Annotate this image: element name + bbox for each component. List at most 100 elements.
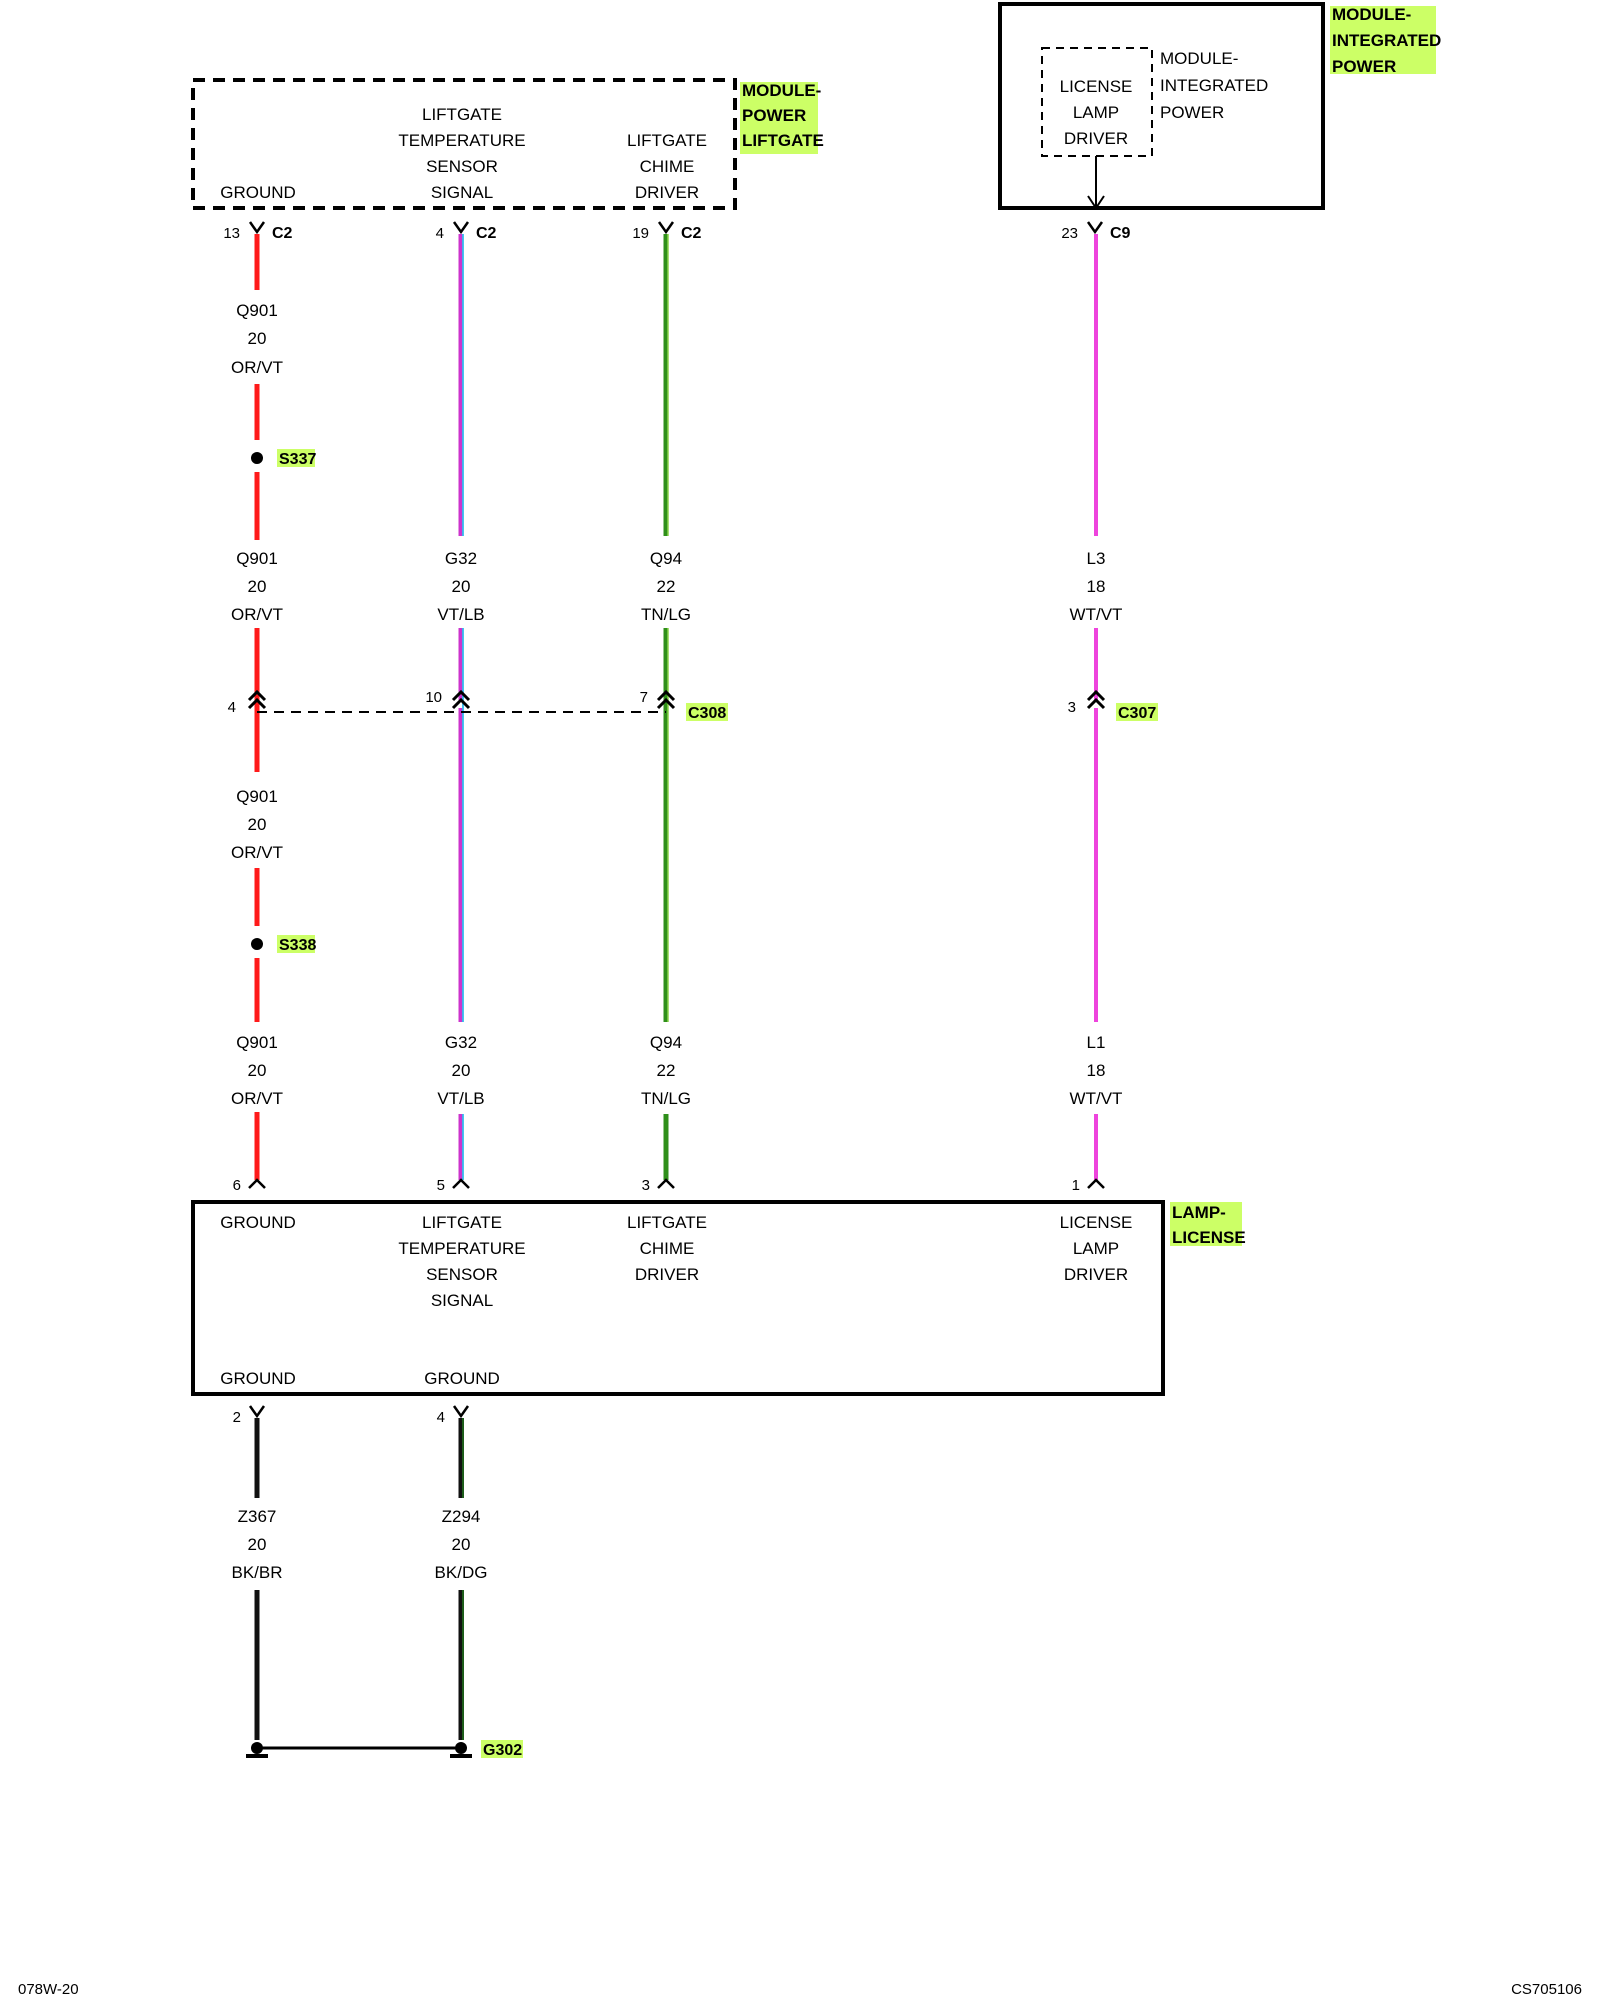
inner-module-label-3: POWER xyxy=(1160,103,1224,122)
connector-name: C2 xyxy=(681,225,702,242)
wire-color: WT/VT xyxy=(1070,605,1123,624)
module-name-2: INTEGRATED xyxy=(1332,31,1441,50)
pin-label-chime-2: CHIME xyxy=(640,157,695,176)
lamp-license: GROUND LIFTGATE TEMPERATURE SENSOR SIGNA… xyxy=(191,1200,1246,1396)
pin-number: 5 xyxy=(437,1177,445,1194)
pin-label-chime-3: DRIVER xyxy=(635,183,699,202)
wire-color: VT/LB xyxy=(437,605,484,624)
wire-gauge: 20 xyxy=(248,329,267,348)
footer-right-code: CS705106 xyxy=(1511,1981,1582,1998)
wire-color: OR/VT xyxy=(231,605,283,624)
wire-labels-upper: Q901 20 OR/VT Q901 20 OR/VT G32 20 VT/LB… xyxy=(231,301,1122,624)
ground-g302: G302 xyxy=(246,1740,523,1759)
pin-label-temp-3: SENSOR xyxy=(426,1265,498,1284)
wire-color: BK/DG xyxy=(435,1563,488,1582)
wire-gauge: 18 xyxy=(1087,577,1106,596)
pin-label-ground: GROUND xyxy=(220,1213,296,1232)
pin-number: 4 xyxy=(436,225,444,242)
wire-gauge: 20 xyxy=(452,1061,471,1080)
connector-c308: 4 10 7 C308 xyxy=(228,689,728,722)
pin-label-license-3: DRIVER xyxy=(1064,1265,1128,1284)
pin-label-chime-1: LIFTGATE xyxy=(627,131,707,150)
pin-number: 4 xyxy=(228,699,236,716)
module-name-3: LIFTGATE xyxy=(742,131,824,150)
inner-module-label-2: INTEGRATED xyxy=(1160,76,1268,95)
wire-gauge: 20 xyxy=(248,1061,267,1080)
ground-label: G302 xyxy=(483,1742,522,1759)
pin-label-chime-1: LIFTGATE xyxy=(627,1213,707,1232)
pin-label-license-1: LICENSE xyxy=(1060,1213,1133,1232)
pin-label-license-2: LAMP xyxy=(1073,1239,1119,1258)
module-name-highlight xyxy=(1330,6,1436,74)
wire-circuit: Q94 xyxy=(650,549,682,568)
wire-circuit: L1 xyxy=(1087,1033,1106,1052)
wire-gauge: 20 xyxy=(452,1535,471,1554)
pin-label-temp-4: SIGNAL xyxy=(431,1291,493,1310)
pin-label-temp-2: TEMPERATURE xyxy=(398,131,525,150)
pin-label-temp-1: LIFTGATE xyxy=(422,105,502,124)
wire-circuit: G32 xyxy=(445,1033,477,1052)
license-lamp-label-2: LAMP xyxy=(1073,103,1119,122)
pin-number: 10 xyxy=(425,689,442,706)
wire-gauge: 18 xyxy=(1087,1061,1106,1080)
pin-label-chime-2: CHIME xyxy=(640,1239,695,1258)
wire-z294 xyxy=(458,1418,464,1740)
connector-name: C2 xyxy=(272,225,293,242)
connector-name: C307 xyxy=(1118,705,1156,722)
connector-c307: 3 C307 xyxy=(1068,689,1158,722)
module-name-2: LICENSE xyxy=(1172,1228,1246,1247)
wire-labels-lower: Q901 20 OR/VT Q901 20 OR/VT G32 20 VT/LB… xyxy=(231,787,1122,1108)
wire-circuit: L3 xyxy=(1087,549,1106,568)
pin-number: 3 xyxy=(642,1177,650,1194)
wire-color: VT/LB xyxy=(437,1089,484,1108)
wire-circuit: Z294 xyxy=(442,1507,481,1526)
wire-circuit: Q901 xyxy=(236,787,278,806)
wire-gauge: 22 xyxy=(657,577,676,596)
wire-circuit: Q901 xyxy=(236,1033,278,1052)
pin-number: 4 xyxy=(437,1409,445,1426)
wire-color: OR/VT xyxy=(231,843,283,862)
wire-circuit: Z367 xyxy=(238,1507,277,1526)
license-lamp-label-3: DRIVER xyxy=(1064,129,1128,148)
splice-s338: S338 xyxy=(251,868,316,1022)
inner-module-label-1: MODULE- xyxy=(1160,49,1238,68)
pin-number: 6 xyxy=(233,1177,241,1194)
connector-name: C9 xyxy=(1110,225,1131,242)
pin-label-ground-4: GROUND xyxy=(424,1369,500,1388)
pin-number: 7 xyxy=(640,689,648,706)
wire-gauge: 20 xyxy=(452,577,471,596)
pin-number: 3 xyxy=(1068,699,1076,716)
module-name-3: POWER xyxy=(1332,57,1396,76)
pin-number: 2 xyxy=(233,1409,241,1426)
pin-label-temp-2: TEMPERATURE xyxy=(398,1239,525,1258)
pin-label-ground: GROUND xyxy=(220,183,296,202)
module-name-1: MODULE- xyxy=(742,81,821,100)
top-connector-pins xyxy=(248,221,1104,235)
wire-color: BK/BR xyxy=(231,1563,282,1582)
lamp-license-ground-pins xyxy=(248,1405,470,1419)
splice-label: S338 xyxy=(279,937,316,954)
wire-circuit: Q901 xyxy=(236,549,278,568)
lamp-license-input-pins xyxy=(248,1178,1105,1189)
pin-number: 23 xyxy=(1061,225,1078,242)
wire-gauge: 20 xyxy=(248,1535,267,1554)
license-lamp-label-1: LICENSE xyxy=(1060,77,1133,96)
wire-color: TN/LG xyxy=(641,1089,691,1108)
pin-number: 19 xyxy=(632,225,649,242)
pin-label-temp-3: SENSOR xyxy=(426,157,498,176)
wire-circuit: Q94 xyxy=(650,1033,682,1052)
wire-gauge: 20 xyxy=(248,815,267,834)
module-name-2: POWER xyxy=(742,106,806,125)
wire-color: WT/VT xyxy=(1070,1089,1123,1108)
wire-color: OR/VT xyxy=(231,1089,283,1108)
module-name-1: LAMP- xyxy=(1172,1203,1226,1222)
wire-gauge: 20 xyxy=(248,577,267,596)
module-power-liftgate: GROUND LIFTGATE TEMPERATURE SENSOR SIGNA… xyxy=(191,78,824,210)
wire-g32 xyxy=(458,234,464,1180)
wire-color: OR/VT xyxy=(231,358,283,377)
pin-number: 13 xyxy=(223,225,240,242)
pin-label-ground-2: GROUND xyxy=(220,1369,296,1388)
wire-circuit: G32 xyxy=(445,549,477,568)
pin-number: 1 xyxy=(1072,1177,1080,1194)
